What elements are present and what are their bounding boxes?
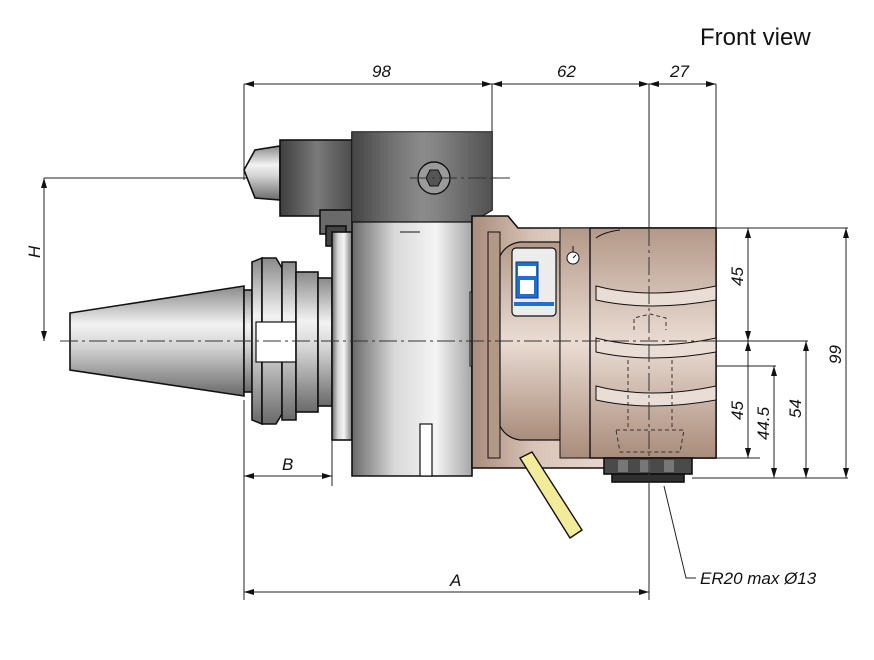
- dimension-45-bottom: 45: [728, 401, 747, 420]
- dimension-98: 98: [372, 62, 391, 81]
- dimension-62: 62: [557, 62, 576, 81]
- dimension-54: 54: [786, 399, 805, 418]
- dimension-b: B: [282, 455, 293, 474]
- coolant-pipe: [518, 451, 583, 539]
- dimension-a: A: [449, 571, 461, 590]
- angle-head: [471, 215, 717, 483]
- right-dimension-lines: [692, 227, 849, 479]
- bottom-dimension-lines: [243, 400, 696, 600]
- main-housing: [331, 131, 493, 477]
- taper-shank: [69, 256, 333, 426]
- collet-note: ER20 max Ø13: [700, 569, 817, 588]
- dimension-27: 27: [669, 62, 689, 81]
- dimension-99: 99: [826, 345, 845, 364]
- dimension-h: H: [25, 245, 44, 258]
- view-title: Front view: [700, 24, 811, 51]
- dimension-45-top: 45: [728, 267, 747, 286]
- stop-block: [243, 139, 355, 247]
- dimension-44-5: 44.5: [754, 406, 773, 440]
